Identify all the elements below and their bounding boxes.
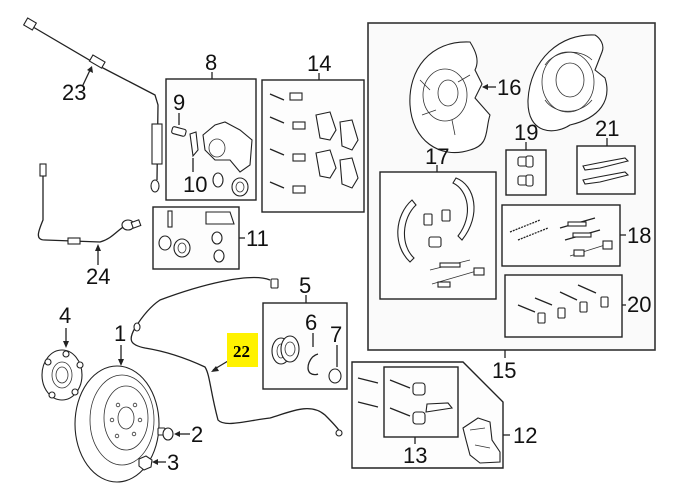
callout-2[interactable]: 2 — [191, 422, 203, 447]
callout-14[interactable]: 14 — [307, 51, 331, 76]
callout-17[interactable]: 17 — [425, 144, 449, 169]
caliper-support-part[interactable] — [462, 417, 501, 464]
rotor[interactable] — [74, 365, 160, 483]
arrow-4 — [63, 341, 69, 348]
callout-11[interactable]: 11 — [246, 226, 269, 251]
abs-sensor-wire[interactable] — [130, 276, 343, 437]
box-13-guide-pin-kit — [383, 366, 459, 438]
callout-15[interactable]: 15 — [492, 358, 516, 383]
parking-brake-shoes-parts[interactable] — [397, 177, 485, 288]
callout-24[interactable]: 24 — [86, 264, 110, 289]
highlight-22 — [227, 333, 258, 367]
splash-shield-left[interactable] — [409, 41, 491, 154]
callout-22[interactable]: 22 — [233, 342, 250, 361]
callout-6[interactable]: 6 — [305, 310, 317, 335]
brake-pad-parts[interactable] — [269, 92, 359, 194]
arrow-23 — [87, 66, 93, 73]
spring-kit-parts[interactable] — [509, 217, 613, 257]
callout-8[interactable]: 8 — [205, 50, 217, 75]
callout-1[interactable]: 1 — [114, 321, 126, 346]
callout-21[interactable]: 21 — [595, 116, 619, 141]
callout-12[interactable]: 12 — [513, 423, 537, 448]
caliper-repair-kit-parts[interactable] — [158, 210, 235, 263]
strut-parts[interactable] — [582, 157, 630, 185]
callout-18[interactable]: 18 — [627, 223, 651, 248]
guide-pin-parts[interactable] — [357, 377, 454, 425]
hold-down-kit-parts[interactable] — [517, 284, 609, 324]
callout-7[interactable]: 7 — [330, 322, 342, 347]
callout-9[interactable]: 9 — [173, 90, 185, 115]
callout-10[interactable]: 10 — [183, 172, 207, 197]
arrow-2 — [174, 431, 180, 437]
arrow-1 — [118, 359, 124, 366]
box-19-adjuster — [505, 149, 547, 196]
adjuster-parts[interactable] — [517, 155, 534, 187]
arrow-22 — [211, 366, 219, 372]
callout-13[interactable]: 13 — [403, 443, 427, 468]
caliper-parts[interactable] — [171, 121, 253, 197]
callout-19[interactable]: 19 — [514, 120, 538, 145]
hub-assembly[interactable] — [41, 349, 84, 401]
callout-5[interactable]: 5 — [299, 273, 311, 298]
callout-3[interactable]: 3 — [167, 450, 179, 475]
arrow-24 — [95, 244, 101, 251]
abs-sensor[interactable] — [37, 163, 142, 245]
arrow-3 — [152, 459, 158, 465]
rotor-screw[interactable] — [157, 427, 174, 441]
callout-20[interactable]: 20 — [627, 292, 651, 317]
callout-4[interactable]: 4 — [59, 303, 71, 328]
bearing-kit-parts[interactable] — [271, 335, 342, 384]
splash-shield-right[interactable] — [527, 34, 608, 132]
arrow-16 — [482, 84, 488, 90]
box-18-spring-kit — [501, 204, 621, 267]
hub-nut[interactable] — [138, 455, 153, 471]
brake-hose[interactable] — [22, 17, 163, 193]
callout-23[interactable]: 23 — [62, 80, 86, 105]
callout-16[interactable]: 16 — [497, 75, 521, 100]
